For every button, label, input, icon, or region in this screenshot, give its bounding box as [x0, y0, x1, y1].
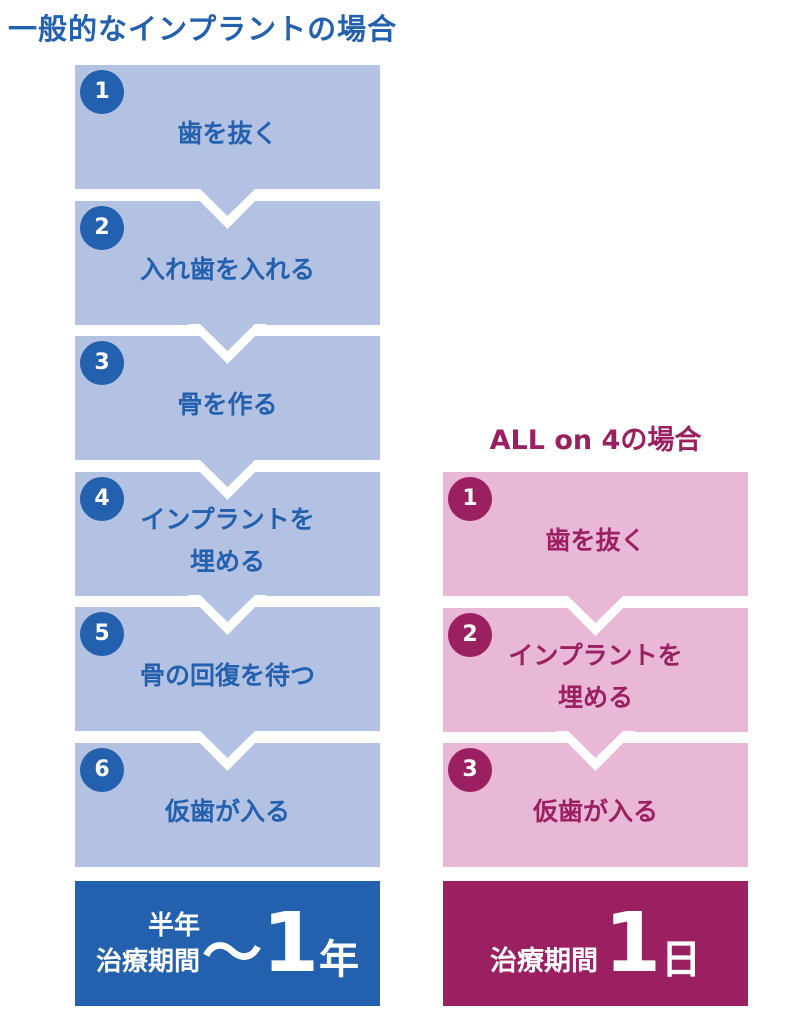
step-number-badge: 2 [448, 612, 492, 657]
step-number-badge: 1 [80, 70, 124, 114]
step-3: 3 骨を作る [75, 324, 380, 460]
step-number-badge: 3 [80, 341, 124, 385]
period-line1: 半年 [147, 910, 200, 941]
step-label: 入れ歯を入れる [139, 254, 315, 284]
step-label: 歯を抜く [177, 119, 278, 148]
period-number: 1 [603, 895, 662, 991]
step-5: 5 骨の回復を待つ [75, 595, 380, 731]
step-4: 4 インプラントを 埋める [75, 459, 380, 596]
period-line2: 治療期間 [95, 946, 200, 977]
step-number-badge: 5 [80, 612, 124, 656]
period-label: 半年 治療期間 [96, 908, 200, 980]
general-title: 一般的なインプラントの場合 [8, 12, 398, 46]
step-label: 骨を作る [177, 390, 278, 419]
step-label: 仮歯が入る [164, 796, 290, 826]
step-2: 2 入れ歯を入れる [75, 188, 380, 325]
period-number: 1 [261, 895, 320, 991]
allon4-title: ALL on 4の場合 [489, 425, 702, 456]
step-label: インプラントを 埋める [140, 504, 315, 576]
general-total-period: 半年 治療期間 〜 1 年 [75, 881, 380, 1006]
step-number-badge: 6 [80, 747, 124, 792]
step-2: 2 インプラントを 埋める [443, 595, 748, 732]
step-number-badge: 1 [448, 477, 492, 521]
step-1: 1 歯を抜く [443, 472, 748, 596]
tilde: 〜 [201, 919, 262, 989]
step-number-badge: 4 [80, 476, 124, 521]
period-unit: 年 [319, 936, 360, 983]
period-label: 治療期間 [489, 946, 598, 977]
step-6: 6 仮歯が入る [75, 730, 380, 867]
period-unit: 日 [661, 936, 702, 983]
step-number-badge: 3 [448, 748, 492, 792]
step-label: 仮歯が入る [532, 797, 658, 826]
step-number-badge: 2 [80, 205, 124, 250]
step-1: 1 歯を抜く [75, 65, 380, 189]
step-3: 3 仮歯が入る [443, 731, 748, 867]
step-label: インプラントを 埋める [508, 640, 683, 712]
step-label: 骨の回復を待つ [139, 661, 315, 690]
step-label: 歯を抜く [545, 526, 646, 555]
allon4-total-period: 治療期間 1 日 [443, 881, 748, 1006]
